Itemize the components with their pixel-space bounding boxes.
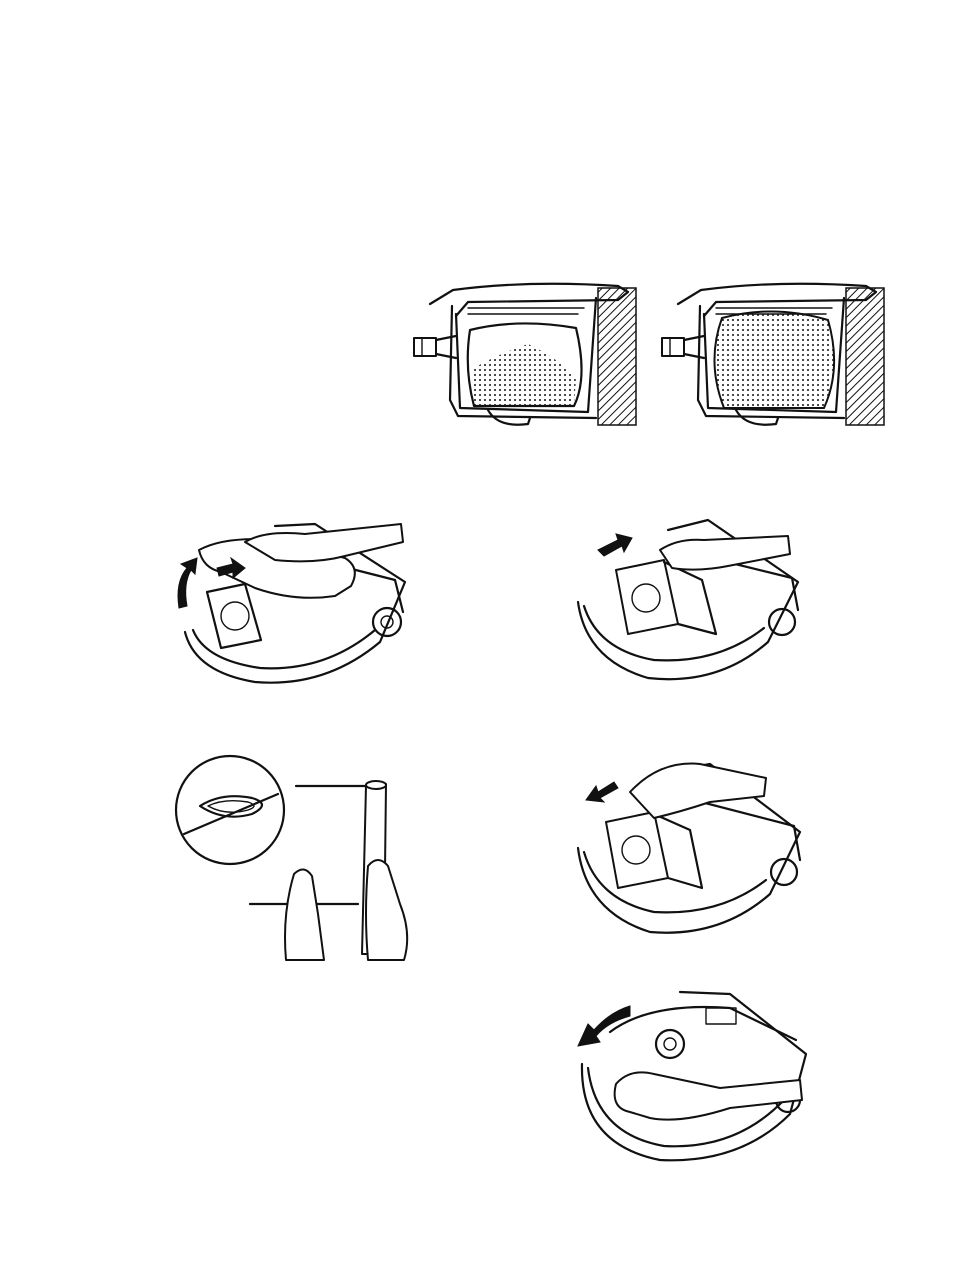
bag-detail-inset <box>176 756 284 864</box>
hand-pulling-bag-icon <box>660 536 790 570</box>
prepare-bag-illustration <box>178 754 428 960</box>
down-left-arrow-icon <box>586 782 618 802</box>
dust-bag-icon <box>606 812 702 888</box>
curved-closing-arrow-icon <box>578 1006 630 1046</box>
bag-full-diagram <box>656 278 886 433</box>
hands-holding-bag-icon <box>285 860 407 960</box>
dust-bag-icon <box>616 560 716 634</box>
hose-inlet-icon <box>414 336 456 358</box>
dust-bag-full-icon <box>714 311 834 408</box>
insert-bag-illustration <box>570 752 810 942</box>
bag-partially-full-diagram <box>408 278 638 433</box>
hand-closing-cover-icon <box>615 1072 802 1119</box>
curved-up-arrow-icon <box>178 558 197 608</box>
dust-bag-icon <box>207 584 261 648</box>
remove-bag-illustration <box>568 510 808 692</box>
open-cover-illustration <box>165 512 415 697</box>
hose-inlet-icon <box>662 336 704 358</box>
dust-bag-partially-full-icon <box>468 323 582 406</box>
close-cover-illustration <box>570 984 810 1168</box>
up-right-arrow-icon <box>598 534 632 556</box>
hand-inserting-bag-icon <box>630 764 766 818</box>
